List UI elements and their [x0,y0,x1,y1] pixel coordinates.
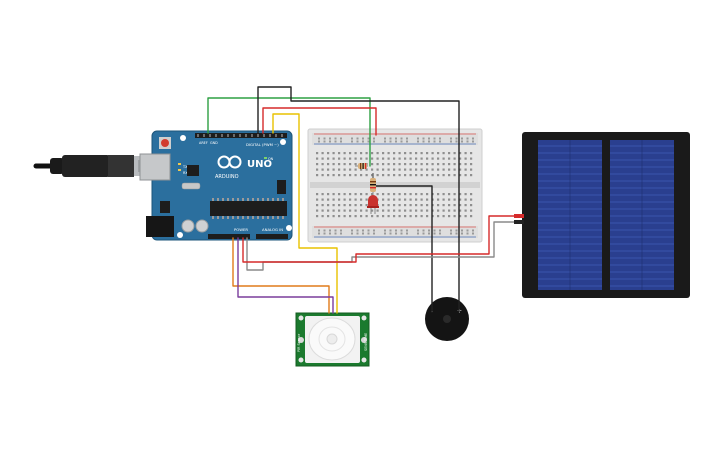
wire-black-top [257,86,460,313]
pir-left-label: PIR Sensor [297,333,301,352]
resistor [355,163,368,169]
gnd-pin-label: GND [210,141,218,145]
solar-cell-grid [538,140,674,290]
solar-leads [514,214,524,224]
wire-orange [232,237,330,314]
tx-label: TX [182,165,188,169]
digital-header-label: DIGITAL (PWM ~) [246,142,279,147]
wire-purple [237,237,334,314]
wire-yellow [272,113,338,314]
arduino-logo [217,155,242,169]
on-led-label: ON [268,157,274,161]
atmega-chip [210,201,287,216]
breadboard-holes [316,137,474,235]
usb-port [139,153,171,181]
wire-green [207,97,371,167]
red-led [367,195,379,214]
pir-right-label: SENS TIME [364,333,368,351]
arduino-uno-board: UNO ARDUINO DIGITAL (PWM ~) POWER ANALOG… [139,130,293,241]
aref-label: AREF [199,141,208,145]
rx-label: RX [183,171,188,175]
pir-sensor: PIR Sensor SENS TIME [295,312,370,367]
analog-header-label: ANALOG IN [262,227,283,232]
power-header-label: POWER [234,227,248,232]
usb-cable [33,155,156,177]
power-header [208,234,250,239]
wire-red-top [262,107,377,136]
board-model-label: UNO [247,159,272,170]
dc-power-jack [146,216,174,237]
resistor-vertical [370,174,376,196]
board-brand-label: ARDUINO [215,174,239,180]
analog-header [256,234,288,239]
solar-panel [522,132,690,298]
wire-red-bottom [242,215,523,263]
